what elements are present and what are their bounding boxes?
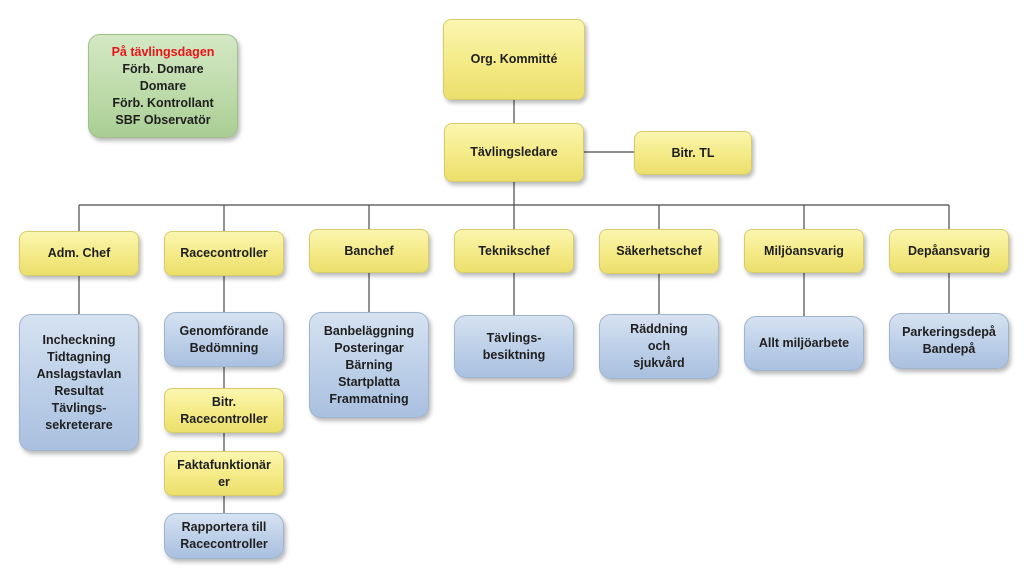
node-org-committee: Org. Kommitté bbox=[443, 19, 585, 100]
task-line: Frammatning bbox=[329, 391, 409, 406]
node-teknikschef: Teknikschef bbox=[454, 229, 574, 273]
legend-title: På tävlingsdagen bbox=[111, 44, 215, 59]
node-label: Adm. Chef bbox=[47, 246, 111, 260]
task-line: Räddning bbox=[630, 322, 688, 336]
tasks-racecontroller: Genomförande Bedömning bbox=[164, 312, 284, 367]
task-line: och bbox=[647, 339, 671, 353]
node-assistant-director: Bitr. TL bbox=[634, 131, 752, 175]
task-line: Anslagstavlan bbox=[36, 366, 122, 381]
tasks-adm-chef: Incheckning Tidtagning Anslagstavlan Res… bbox=[19, 314, 139, 451]
node-label: Teknikschef bbox=[478, 243, 550, 258]
node-assistant-racecontroller: Bitr. Racecontroller bbox=[164, 388, 284, 433]
task-line: Tävlings- bbox=[51, 400, 107, 415]
tasks-sakerhetschef: Räddning och sjukvård bbox=[599, 314, 719, 379]
task-line: besiktning bbox=[482, 347, 546, 362]
node-adm-chef: Adm. Chef bbox=[19, 231, 139, 276]
legend-box: På tävlingsdagen Förb. Domare Domare För… bbox=[88, 34, 238, 138]
task-line: Bandepå bbox=[922, 342, 976, 356]
node-miljoansvarig: Miljöansvarig bbox=[744, 229, 864, 273]
tasks-teknikschef: Tävlings- besiktning bbox=[454, 315, 574, 378]
node-label: Faktafunktionär bbox=[177, 457, 271, 472]
node-label: Bitr. bbox=[211, 394, 237, 409]
task-line: Incheckning bbox=[42, 332, 116, 347]
task-line: Rapportera till bbox=[181, 520, 267, 534]
node-faktafunktionarer: Faktafunktionär er bbox=[164, 451, 284, 496]
task-line: Bedömning bbox=[189, 340, 259, 355]
tasks-miljoansvarig: Allt miljöarbete bbox=[744, 316, 864, 371]
task-line: sekreterare bbox=[45, 417, 113, 432]
task-line: Banbeläggning bbox=[323, 323, 415, 338]
node-racecontroller: Racecontroller bbox=[164, 231, 284, 276]
tasks-report-racecontroller: Rapportera till Racecontroller bbox=[164, 513, 284, 559]
node-label: Depåansvarig bbox=[908, 243, 990, 258]
legend-line: SBF Observatör bbox=[115, 112, 211, 127]
node-depaansvarig: Depåansvarig bbox=[889, 229, 1009, 273]
task-line: Posteringar bbox=[334, 340, 404, 355]
node-label: Bitr. TL bbox=[671, 145, 715, 160]
task-line: Startplatta bbox=[338, 374, 400, 389]
tasks-depaansvarig: Parkeringsdepå Bandepå bbox=[889, 313, 1009, 369]
task-line: Genomförande bbox=[179, 323, 269, 338]
task-line: Bärning bbox=[345, 357, 393, 372]
tasks-banchef: Banbeläggning Posteringar Bärning Startp… bbox=[309, 312, 429, 418]
task-line: Racecontroller bbox=[180, 537, 268, 551]
node-label: Racecontroller bbox=[180, 246, 268, 260]
node-banchef: Banchef bbox=[309, 229, 429, 273]
node-label: Org. Kommitté bbox=[470, 52, 558, 66]
task-line: Tidtagning bbox=[47, 349, 111, 364]
node-race-director: Tävlingsledare bbox=[444, 123, 584, 182]
legend-line: Domare bbox=[139, 78, 187, 93]
legend-line: Förb. Kontrollant bbox=[112, 95, 214, 110]
task-line: sjukvård bbox=[633, 356, 685, 370]
legend-line: Förb. Domare bbox=[122, 61, 204, 76]
node-label: Tävlingsledare bbox=[470, 145, 558, 159]
task-line: Tävlings- bbox=[486, 330, 542, 345]
node-label: Miljöansvarig bbox=[764, 243, 844, 258]
node-sakerhetschef: Säkerhetschef bbox=[599, 229, 719, 274]
node-label: Racecontroller bbox=[180, 411, 268, 426]
task-line: Resultat bbox=[54, 383, 104, 398]
node-label: er bbox=[218, 474, 230, 489]
task-line: Allt miljöarbete bbox=[758, 336, 850, 350]
node-label: Säkerhetschef bbox=[616, 244, 702, 258]
task-line: Parkeringsdepå bbox=[902, 325, 996, 339]
node-label: Banchef bbox=[344, 243, 394, 258]
